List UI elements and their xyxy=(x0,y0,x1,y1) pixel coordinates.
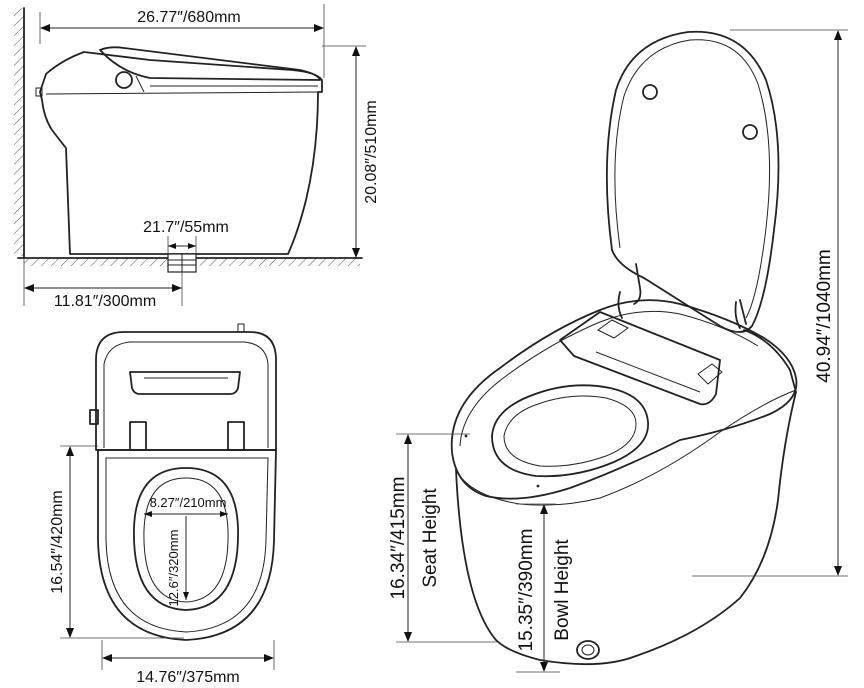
rough-in-label: 11.81″/300mm xyxy=(54,293,156,310)
hinge-slot-left xyxy=(597,319,629,339)
side-nozzle xyxy=(135,75,145,93)
side-knob-icon xyxy=(115,71,133,89)
seat-depth-label: 16.54″/420mm xyxy=(49,490,66,594)
top-bowl-outline xyxy=(133,467,239,611)
overall-width-label: 14.76″/375mm xyxy=(136,669,240,686)
lid-bumper-right xyxy=(742,124,758,140)
top-tank-inner xyxy=(103,341,269,448)
top-seat-outline xyxy=(97,449,277,641)
top-control-panel xyxy=(129,371,241,395)
bowl-height-value: 15.35″/390mm xyxy=(516,529,537,652)
seat-outline xyxy=(450,299,798,500)
lid-hinge-right xyxy=(734,299,747,329)
toilet-side-lid xyxy=(99,46,321,81)
wall-hatch xyxy=(14,8,24,256)
seat-height-label: Seat Height xyxy=(420,488,441,588)
seat-top-surface xyxy=(459,310,759,447)
perspective-view: 40.94″/1040mm 16.34″/415mm Seat Height 1… xyxy=(388,29,848,673)
seat-height-value: 16.34″/415mm xyxy=(388,477,409,600)
height-label: 20.08″/510mm xyxy=(363,100,380,204)
top-view: 8.27″/210mm 12.6″/320mm 16.54″/420mm 14.… xyxy=(49,323,277,686)
total-height-label: 40.94″/1040mm xyxy=(814,249,835,382)
top-hinge-left xyxy=(129,421,147,451)
lid-inner xyxy=(614,39,771,319)
bowl-height-label: Bowl Height xyxy=(552,539,573,641)
top-bowl-inner xyxy=(143,477,229,603)
toilet-side-seatline xyxy=(45,91,319,95)
hinge-slot-right xyxy=(697,363,723,385)
side-view: 26.77″/680mm 20.08″/510mm 21.7″/55mm 11.… xyxy=(14,4,380,310)
bowl-width-label: 8.27″/210mm xyxy=(150,495,227,510)
hinge-center xyxy=(595,351,701,393)
body-outline xyxy=(455,329,797,666)
top-seat-inner xyxy=(105,457,269,633)
body-rim-band xyxy=(455,389,797,506)
lid-hinge-left xyxy=(617,263,642,319)
drain-width-label: 21.7″/55mm xyxy=(143,219,229,236)
base-button-icon xyxy=(576,640,600,660)
side-button xyxy=(35,87,43,97)
overall-depth-label: 26.77″/680mm xyxy=(137,9,241,26)
bowl-opening-inner xyxy=(503,395,637,467)
lid-bumper-left xyxy=(642,84,658,100)
top-side-button xyxy=(89,409,99,425)
top-hinge-right xyxy=(227,421,245,451)
toilet-side-profile xyxy=(39,51,323,255)
bowl-opening-outer xyxy=(491,384,649,478)
bowl-length-label: 12.6″/320mm xyxy=(166,530,181,607)
hinge-plate xyxy=(559,311,721,406)
top-tank-outline xyxy=(95,331,277,451)
lid-outline xyxy=(605,30,780,333)
